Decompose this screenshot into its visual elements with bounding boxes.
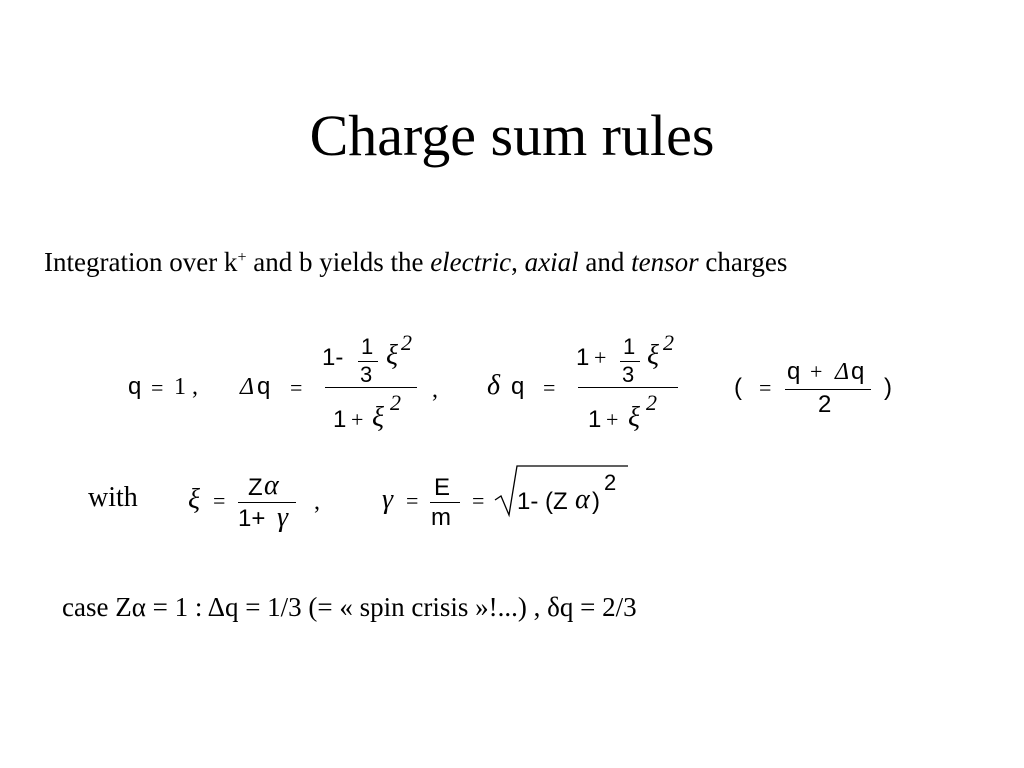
comma: , (192, 374, 198, 400)
sqrt-sign (494, 465, 628, 518)
equals-sign: = (406, 488, 419, 513)
electric-charge-value: 1 (174, 374, 186, 400)
exponent: 2 (390, 390, 401, 415)
alpha-symbol: α (575, 484, 590, 515)
xi-symbol: ξ (647, 340, 659, 371)
fraction-bar (238, 502, 296, 504)
equals-sign: = (151, 375, 164, 400)
denominator-one: 1+ (238, 505, 266, 532)
delta-symbol: Δ (835, 359, 850, 385)
axial-charge-symbol: q (257, 373, 271, 400)
sqrt-expression: 1- (Z (517, 488, 568, 515)
numerator-q: q (851, 358, 865, 385)
exponent: 2 (604, 470, 617, 495)
fraction-denominator: 3 (360, 362, 373, 387)
plus-sign: + (606, 407, 619, 432)
gamma-symbol: γ (277, 502, 289, 533)
comma: , (314, 489, 320, 515)
page-title: Charge sum rules (309, 103, 715, 168)
delta-symbol: Δ (240, 374, 255, 400)
equals-sign: = (290, 375, 303, 400)
exponent: 2 (646, 390, 657, 415)
close-paren: ) (592, 488, 600, 515)
tensor-charge-symbol: q (511, 373, 525, 400)
intro-text: Integration over k+ and b yields the ele… (44, 247, 788, 277)
xi-symbol: ξ (372, 402, 384, 433)
fraction-bar (785, 389, 871, 391)
plus-sign: + (594, 345, 607, 370)
numerator-q: q (787, 358, 801, 385)
denominator-one: 1 (588, 406, 602, 433)
fraction-numerator: 1 (623, 334, 636, 359)
close-paren: ) (884, 374, 892, 401)
equals-sign: = (759, 375, 772, 400)
fraction-bar (325, 387, 417, 389)
fraction-bar (430, 502, 460, 504)
fraction-bar (358, 361, 378, 363)
xi-symbol: ξ (386, 340, 398, 371)
exponent: 2 (663, 330, 674, 355)
open-paren: ( (734, 374, 742, 401)
plus-sign: + (351, 407, 364, 432)
mass-symbol: m (431, 504, 451, 531)
plus-sign: + (810, 359, 823, 384)
fraction-bar (578, 387, 678, 389)
fraction-bar (620, 361, 640, 363)
fraction-denominator: 3 (622, 362, 635, 387)
electric-charge-symbol: q (128, 373, 142, 400)
xi-symbol: ξ (628, 402, 640, 433)
denominator-two: 2 (818, 391, 832, 418)
equals-sign: = (472, 488, 485, 513)
numerator-one: 1 (576, 344, 590, 371)
numerator-Z: Z (248, 474, 263, 501)
special-case-line: case Zα = 1 : Δq = 1/3 (= « spin crisis … (62, 592, 637, 622)
energy-symbol: E (434, 474, 451, 501)
equals-sign: = (213, 488, 226, 513)
xi-symbol: ξ (188, 484, 200, 515)
equals-sign: = (543, 375, 556, 400)
small-delta-symbol: δ (487, 370, 501, 401)
alpha-symbol: α (264, 470, 279, 501)
exponent: 2 (401, 330, 412, 355)
with-label: with (88, 482, 138, 513)
comma: , (432, 377, 438, 403)
gamma-symbol: γ (382, 484, 394, 515)
denominator-one: 1 (333, 406, 347, 433)
numerator-term: 1- (322, 344, 344, 371)
fraction-numerator: 1 (361, 334, 374, 359)
